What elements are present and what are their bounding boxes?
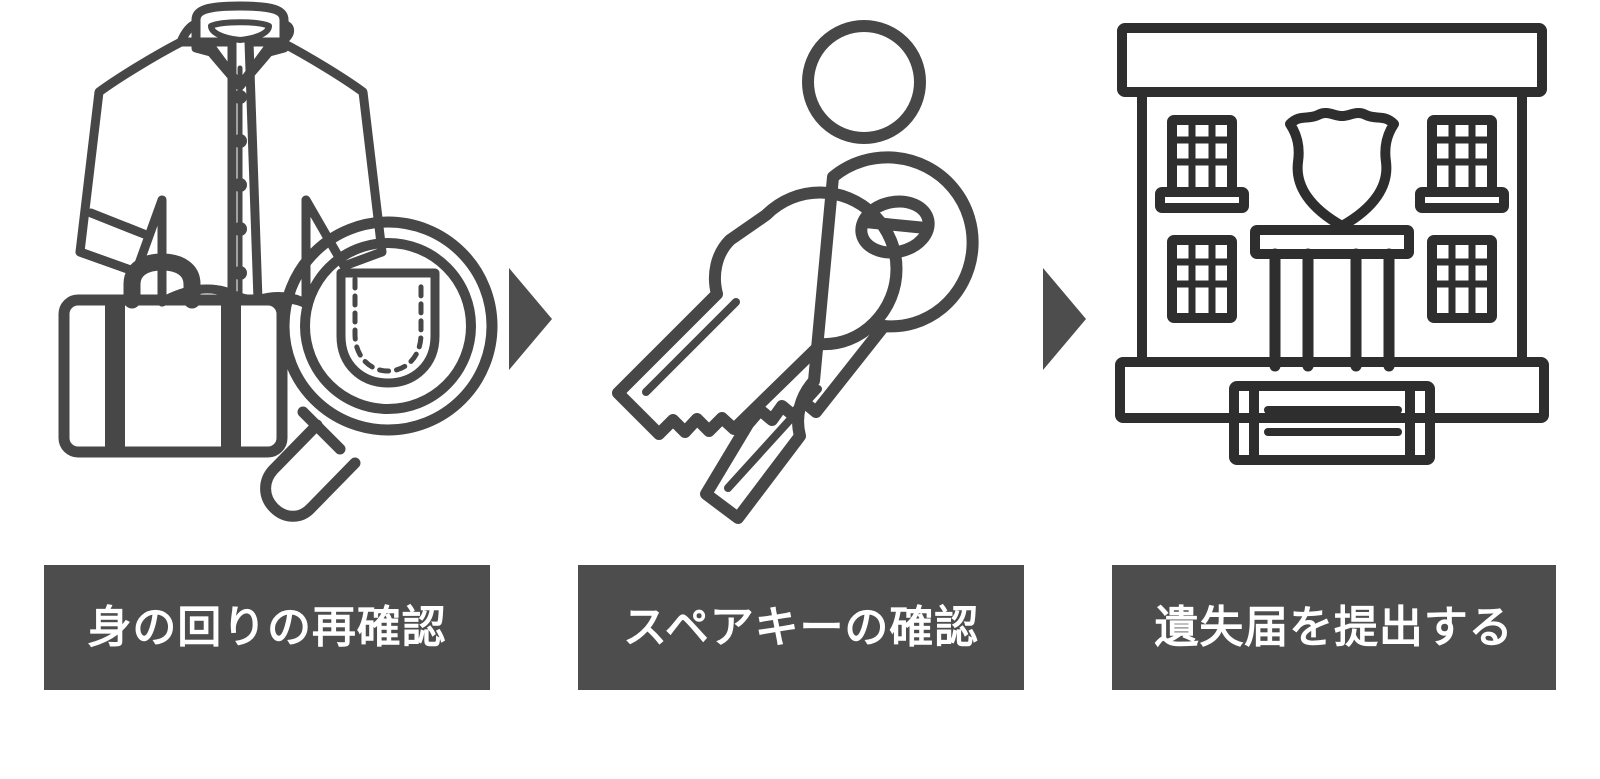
key-ring-icon [802,20,926,144]
shirt-pocket-icon [336,268,440,388]
barred-window-icon-lower-left [1167,235,1237,323]
step-3-icon [1112,0,1558,545]
key-hole-icon [855,195,935,259]
arrow-right-triangle-icon [509,268,552,370]
step-3-label: 遺失届を提出する [1154,602,1514,652]
step-2-label-bar: スペアキーの確認 [578,565,1024,690]
suitcase-icon [58,253,288,458]
step-1-label: 身の回りの再確認 [87,602,447,652]
shirt-buttons [233,90,247,280]
magnifying-glass-icon [260,216,498,522]
police-shield-badge-icon [1285,108,1399,231]
base-band [1115,357,1549,423]
roof-cornice [1117,23,1547,97]
step-1-icon [44,0,498,545]
entrance-portico-icon [1250,225,1414,372]
barred-window-icon-upper-left [1155,115,1249,213]
barred-window-icon-lower-right [1427,235,1497,323]
step-2-label: スペアキーの確認 [623,602,979,652]
arrow-right-triangle-icon [1043,268,1086,370]
arrow-step1-to-step2 [506,265,552,373]
step-1-label-bar: 身の回りの再確認 [44,565,490,690]
steps-base [1229,381,1435,465]
step-2-icon [578,0,1024,545]
key-front-icon [700,151,979,524]
step-3-label-bar: 遺失届を提出する [1112,565,1556,690]
key-back-icon [612,186,903,440]
barred-window-icon-upper-right [1415,115,1509,213]
arrow-step2-to-step3 [1040,265,1086,373]
